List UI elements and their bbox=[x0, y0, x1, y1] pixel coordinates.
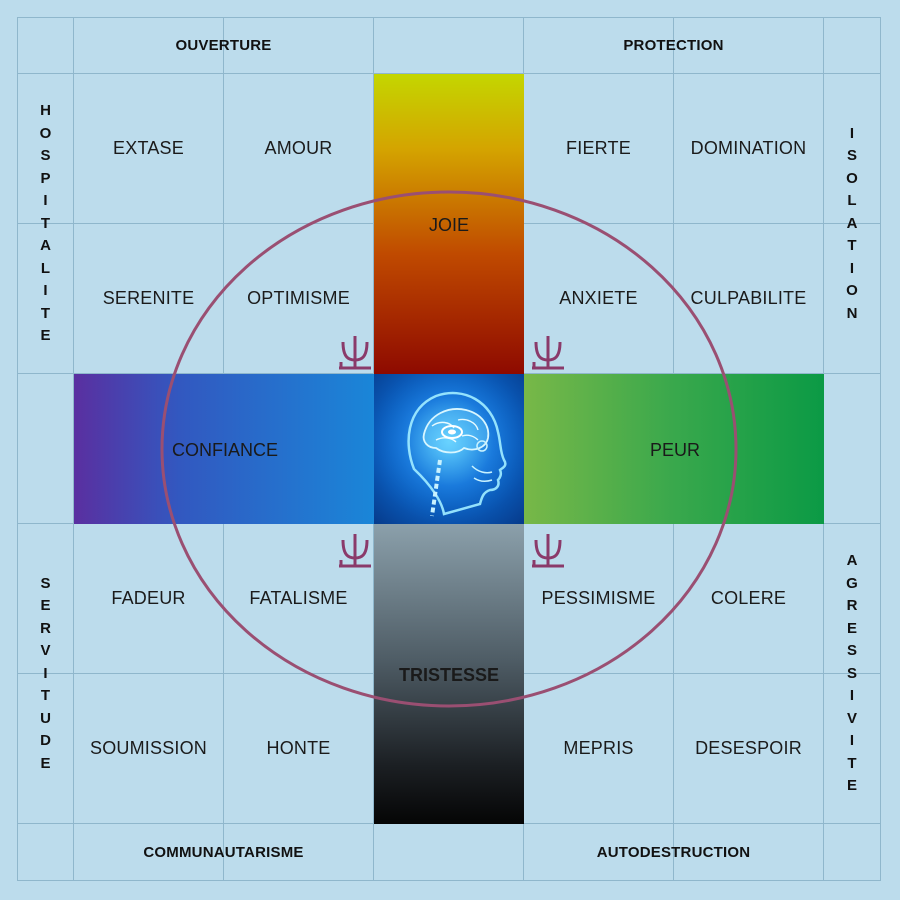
side-label-letter: I bbox=[849, 124, 855, 142]
header-bottom-right: AUTODESTRUCTION bbox=[596, 843, 751, 861]
side-label-letter: R bbox=[846, 597, 858, 615]
brain-head-icon bbox=[374, 374, 524, 524]
grid-line bbox=[880, 17, 881, 881]
side-label-letter: A bbox=[846, 552, 858, 570]
emotion-fadeur: FADEUR bbox=[111, 588, 186, 608]
side-label-letter: E bbox=[846, 777, 857, 795]
side-label-letter: L bbox=[40, 259, 51, 277]
emotion-extase: EXTASE bbox=[113, 138, 184, 158]
psi-symbol-icon bbox=[339, 534, 371, 568]
side-label-letter: N bbox=[846, 304, 858, 322]
side-label-letter: T bbox=[40, 304, 51, 322]
side-label-letter: E bbox=[40, 754, 51, 772]
side-label-letter: S bbox=[846, 664, 857, 682]
side-label-letter: A bbox=[40, 237, 51, 255]
side-label-letter: I bbox=[43, 282, 48, 300]
axis-label-peur: PEUR bbox=[649, 439, 700, 460]
side-label-letter: P bbox=[40, 169, 51, 187]
side-label-letter: G bbox=[846, 574, 858, 592]
emotion-fierte: FIERTE bbox=[566, 138, 631, 158]
side-label-letter: O bbox=[846, 169, 858, 187]
side-label-letter: V bbox=[846, 709, 857, 727]
side-label-letter: S bbox=[40, 147, 51, 165]
emotion-colere: COLERE bbox=[710, 588, 787, 608]
header-top-right: PROTECTION bbox=[623, 37, 724, 54]
emotion-domination: DOMINATION bbox=[690, 138, 807, 158]
side-label-letter: L bbox=[847, 192, 857, 210]
axis-label-confiance: CONFIANCE bbox=[171, 439, 278, 460]
side-label-letter: I bbox=[43, 192, 48, 210]
emotion-amour: AMOUR bbox=[264, 138, 333, 158]
side-label-letter: E bbox=[40, 597, 51, 615]
side-label-letter: U bbox=[40, 709, 51, 727]
axis-label-joie: JOIE bbox=[428, 214, 469, 235]
side-label-letter: O bbox=[846, 282, 858, 300]
emotion-mepris: MEPRIS bbox=[563, 738, 634, 758]
side-label-letter: I bbox=[43, 664, 48, 682]
side-label-letter: E bbox=[846, 619, 857, 637]
side-label-letter: O bbox=[39, 124, 52, 142]
side-label-letter: I bbox=[849, 687, 855, 705]
side-label-letter: R bbox=[40, 619, 51, 637]
side-label-letter: T bbox=[847, 754, 857, 772]
side-label-letter: V bbox=[40, 642, 51, 660]
side-label-letter: A bbox=[846, 214, 858, 232]
side-label-letter: D bbox=[40, 732, 51, 750]
side-label-letter: E bbox=[40, 327, 51, 345]
side-label-letter: S bbox=[846, 642, 857, 660]
side-label-letter: I bbox=[849, 732, 855, 750]
psi-symbol-icon bbox=[532, 336, 564, 370]
emotion-serenite: SERENITE bbox=[102, 288, 195, 308]
side-label-letter: T bbox=[40, 214, 51, 232]
emotion-soumission: SOUMISSION bbox=[89, 738, 207, 758]
grid-line bbox=[17, 17, 881, 18]
axis-label-tristesse: TRISTESSE bbox=[398, 664, 500, 685]
psi-symbol-icon bbox=[532, 534, 564, 568]
grid-line bbox=[73, 17, 74, 881]
emotion-culpabilite: CULPABILITE bbox=[690, 288, 807, 308]
side-label-letter: S bbox=[40, 574, 51, 592]
emotion-desespoir: DESESPOIR bbox=[695, 738, 802, 758]
brain-head-svg bbox=[374, 374, 524, 524]
grid-line bbox=[17, 880, 881, 881]
grid-line bbox=[17, 17, 18, 881]
side-label-letter: I bbox=[849, 259, 855, 277]
grid-line bbox=[17, 73, 881, 74]
header-top-left: OUVERTURE bbox=[175, 37, 272, 54]
side-label-letter: H bbox=[40, 102, 51, 120]
side-label-letter: S bbox=[846, 147, 857, 165]
psi-symbol-icon bbox=[339, 336, 371, 370]
emotion-honte: HONTE bbox=[266, 738, 331, 758]
header-bottom-left: COMMUNAUTARISME bbox=[143, 843, 304, 861]
side-label-letter: T bbox=[847, 237, 857, 255]
side-label-letter: T bbox=[40, 687, 51, 705]
